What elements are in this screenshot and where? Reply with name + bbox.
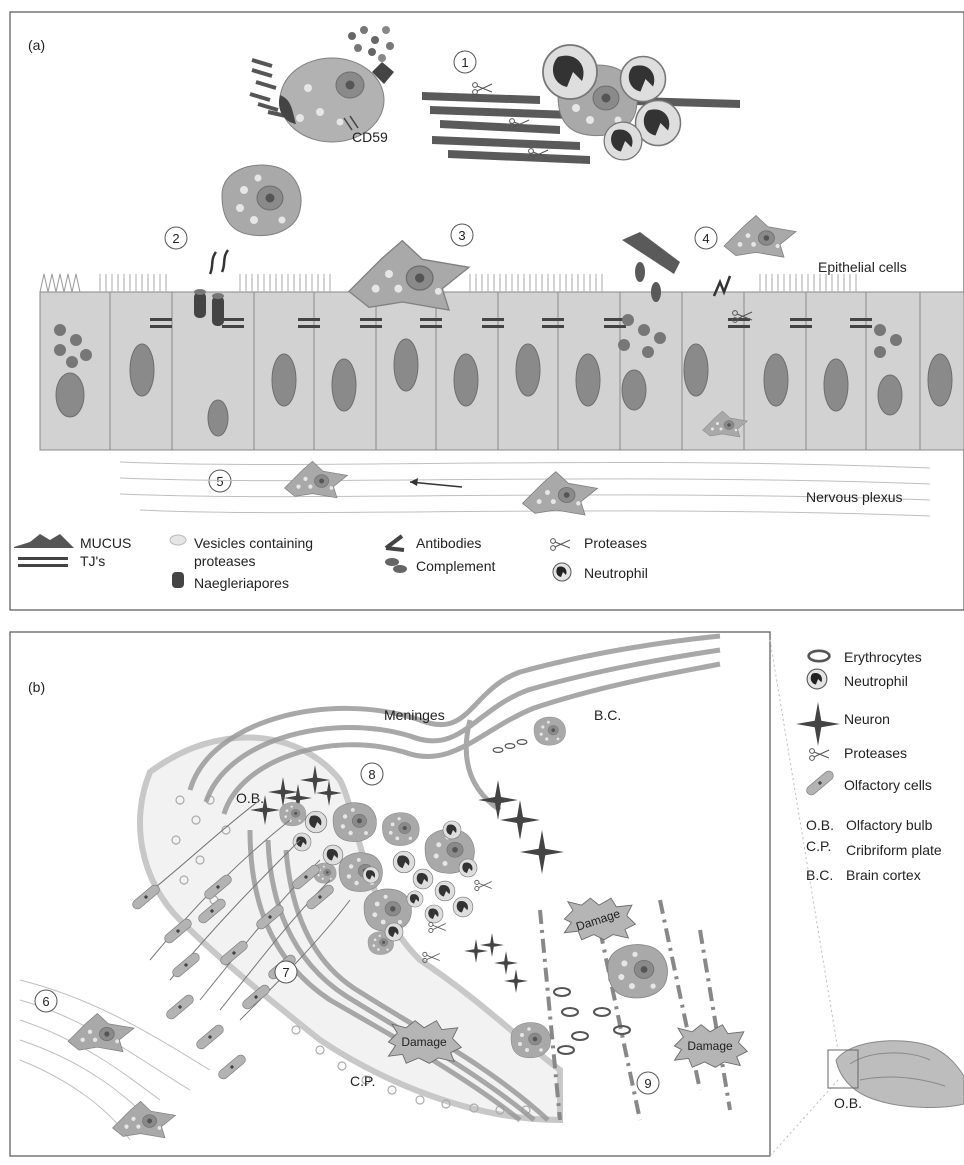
svg-text:8: 8 [368, 767, 375, 782]
svg-text:9: 9 [644, 1076, 651, 1091]
neurons-cortex [464, 780, 564, 993]
amoeba-damage-large [608, 945, 668, 998]
svg-text:1: 1 [461, 55, 468, 70]
neutrophil-a4 [604, 122, 642, 160]
svg-text:3: 3 [458, 228, 465, 243]
protease-b1 [475, 880, 492, 890]
protease-swatch [551, 539, 570, 551]
neuron-swatch [796, 702, 840, 746]
legend-proteases: Proteases [584, 535, 647, 551]
antibody-swatch [386, 536, 404, 550]
step-9: 9 [637, 1072, 659, 1094]
legend-antibodies: Antibodies [416, 535, 481, 551]
ob-label: O.B. [236, 790, 264, 806]
legend-neuron: Neuron [844, 711, 890, 727]
mucus-swatch [14, 534, 74, 548]
legend-cp-abbr: C.P. [806, 838, 831, 854]
legend-naegleriapores: Naegleriapores [194, 575, 289, 591]
legend-ob-full: Olfactory bulb [846, 817, 933, 833]
damage-3: Damage [674, 1025, 747, 1068]
inset-ob-label: O.B. [834, 1095, 862, 1111]
neutrophil-swatch [553, 563, 571, 581]
neutrophil-a2 [621, 57, 666, 102]
step-3: 3 [451, 224, 473, 246]
epithelial-cells-label: Epithelial cells [818, 259, 907, 275]
bc-label: B.C. [594, 707, 621, 723]
legend-cp-full: Cribriform plate [846, 842, 942, 858]
step-8: 8 [361, 763, 383, 785]
damage-1: Damage [564, 898, 635, 940]
svg-text:5: 5 [216, 474, 223, 489]
erythrocyte-swatch [809, 651, 830, 661]
naegleriapore-swatch [172, 572, 184, 588]
legend-vesicles-2: proteases [194, 553, 255, 569]
legend-vesicles-1: Vesicles containing [194, 535, 313, 551]
cd59-label: CD59 [352, 129, 388, 145]
step-1: 1 [454, 51, 476, 73]
complement-dots [348, 26, 394, 62]
step-4: 4 [695, 227, 717, 249]
meninges-label: Meninges [384, 707, 445, 723]
amoeba-damage-small [511, 1023, 550, 1058]
legend-a: MUCUS TJ's Vesicles containing proteases… [14, 534, 648, 591]
panel-b-letter: (b) [28, 679, 45, 695]
epithelium [40, 274, 964, 450]
legend-b: Erythrocytes Neutrophil Neuron Proteases… [796, 649, 942, 883]
neutrophil-swatch-b [807, 669, 827, 689]
svg-text:4: 4 [702, 231, 709, 246]
protease-swatch-b [810, 749, 829, 761]
svg-text:6: 6 [42, 994, 49, 1009]
amoeba-step6-2 [113, 1101, 176, 1137]
protease-b2 [429, 922, 446, 932]
svg-text:Damage: Damage [401, 1035, 447, 1049]
step-6: 6 [35, 990, 57, 1012]
panel-b: (b) Meninges B.C. O.B. C.P. [10, 632, 964, 1156]
panel-a: (a) CD59 [10, 12, 964, 610]
legend-neutrophil-b: Neutrophil [844, 673, 908, 689]
migration-arrow [410, 482, 462, 487]
vesicle-swatch [170, 535, 186, 545]
amoeba-step5-1 [285, 461, 348, 497]
complement-swatch [385, 558, 399, 566]
cp-label: C.P. [350, 1073, 375, 1089]
svg-text:7: 7 [282, 965, 289, 980]
legend-olfactory-cells: Olfactory cells [844, 777, 932, 793]
svg-text:Damage: Damage [687, 1039, 733, 1053]
legend-complement: Complement [416, 558, 495, 574]
legend-tjs: TJ's [80, 553, 105, 569]
legend-erythrocytes: Erythrocytes [844, 649, 922, 665]
nervous-plexus-label: Nervous plexus [806, 489, 903, 505]
legend-proteases-b: Proteases [844, 745, 907, 761]
legend-bc-abbr: B.C. [806, 867, 833, 883]
legend-mucus: MUCUS [80, 535, 131, 551]
vessel-lines [540, 900, 730, 1120]
legend-bc-full: Brain cortex [846, 867, 921, 883]
amoeba-step4-top [724, 216, 796, 258]
step-2: 2 [165, 227, 187, 249]
legend-neutrophil: Neutrophil [584, 565, 648, 581]
secretion-arrows [210, 250, 228, 274]
neutrophil-a1 [543, 45, 597, 99]
tj-swatch [18, 557, 68, 560]
step-7: 7 [275, 961, 297, 983]
erythrocytes-top [493, 740, 527, 753]
legend-ob-abbr: O.B. [806, 817, 834, 833]
amoeba-meninges [534, 717, 566, 745]
svg-text:2: 2 [172, 231, 179, 246]
panel-a-letter: (a) [28, 37, 45, 53]
amoeba-step2 [222, 165, 301, 236]
amoeba-step5-2 [523, 472, 598, 515]
olfactory-cell-swatch [805, 769, 836, 797]
amoeba-step6-1 [68, 1013, 134, 1051]
step-5: 5 [209, 470, 231, 492]
migration-arrowhead [410, 478, 418, 486]
protease-a1 [473, 83, 492, 95]
